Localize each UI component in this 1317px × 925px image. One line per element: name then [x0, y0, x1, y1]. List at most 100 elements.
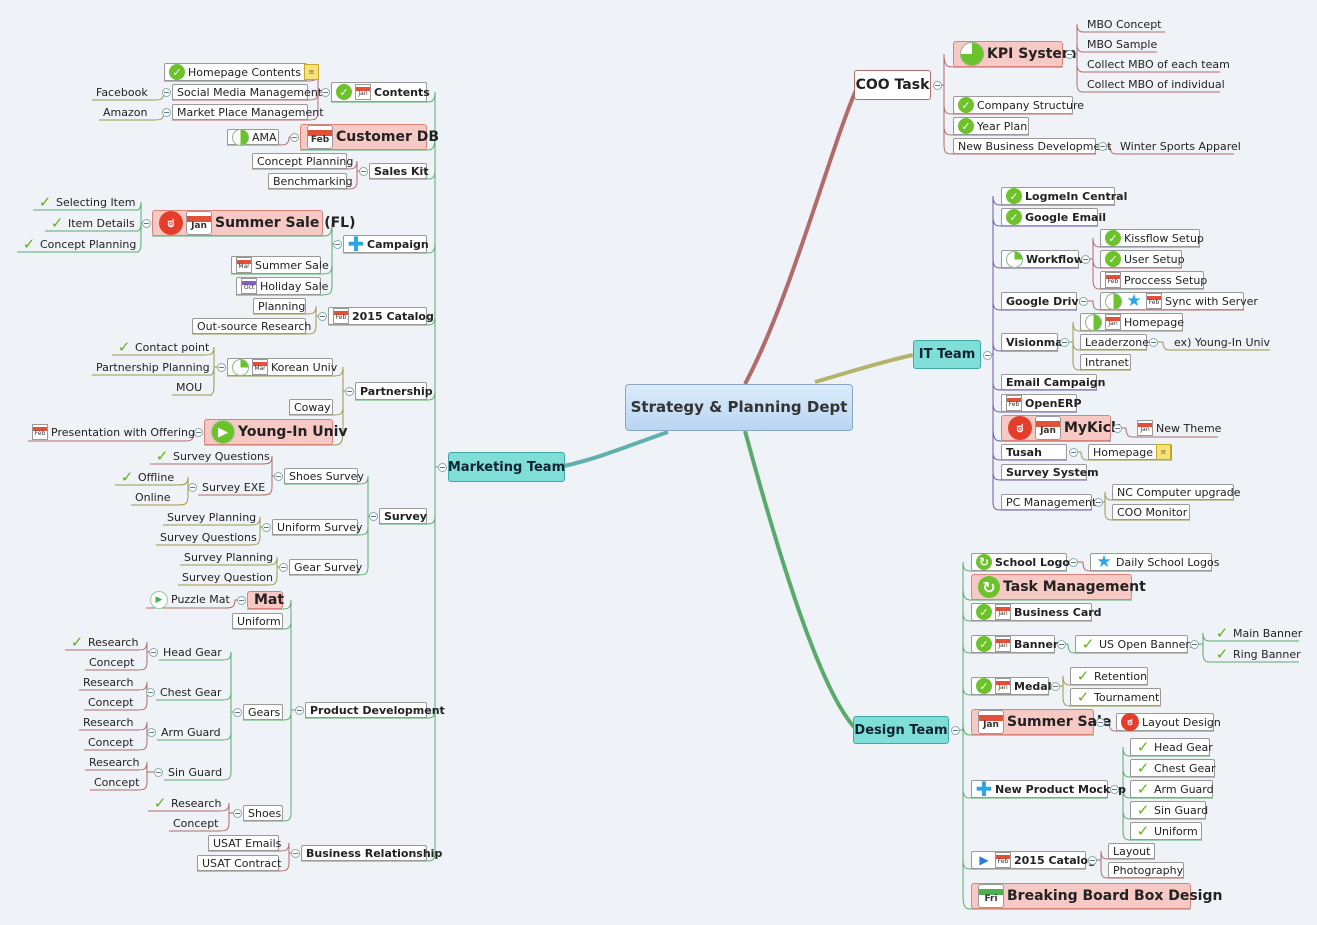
- topic-md-1[interactable]: ✓Retention: [1070, 667, 1148, 685]
- topic-con-2[interactable]: Social Media Management: [172, 84, 322, 100]
- topic-g-sg[interactable]: Sin Guard: [164, 764, 222, 780]
- topic-coo-yp[interactable]: ✓Year Plan: [953, 117, 1029, 135]
- topic-d-sl[interactable]: ↻School Logos: [971, 553, 1077, 571]
- collapse-toggle[interactable]: [1057, 640, 1066, 649]
- topic-sur-1a[interactable]: ✓Survey Questions: [150, 447, 270, 465]
- topic-sur-3[interactable]: Gear Survey: [289, 559, 362, 575]
- collapse-toggle[interactable]: [279, 563, 288, 572]
- topic-con-2a[interactable]: Facebook: [92, 84, 154, 100]
- topic-sh-2[interactable]: Concept: [169, 815, 219, 831]
- topic-pc-2[interactable]: COO Monitor: [1112, 504, 1190, 520]
- collapse-toggle[interactable]: [233, 809, 242, 818]
- collapse-toggle[interactable]: [262, 523, 271, 532]
- topic-it-ge[interactable]: ✓Google Email: [1001, 208, 1106, 226]
- collapse-toggle[interactable]: [1096, 718, 1105, 727]
- topic-sh-1[interactable]: ✓Research: [148, 794, 222, 812]
- topic-d-tm[interactable]: ↻Task Management: [971, 574, 1146, 600]
- topic-g-hg[interactable]: Head Gear: [159, 644, 222, 660]
- topic-sur-2b[interactable]: Survey Questions: [156, 529, 257, 545]
- topic-it-team[interactable]: IT Team: [913, 340, 981, 369]
- topic-mcat-2[interactable]: Out-source Research: [192, 318, 311, 334]
- collapse-toggle[interactable]: [1060, 338, 1069, 347]
- topic-design-team[interactable]: Design Team: [853, 716, 949, 744]
- topic-cam-1b[interactable]: ✓Item Details: [45, 214, 139, 232]
- topic-pd-sh[interactable]: Shoes: [243, 805, 283, 821]
- topic-it-gd[interactable]: Google Drive: [1001, 292, 1086, 310]
- topic-md-2[interactable]: ✓Tournament: [1070, 688, 1161, 706]
- collapse-toggle[interactable]: [233, 708, 242, 717]
- topic-sur-3b[interactable]: Survey Question: [178, 569, 273, 585]
- collapse-toggle[interactable]: [983, 350, 992, 360]
- topic-kpi-2[interactable]: MBO Sample: [1083, 36, 1157, 52]
- collapse-toggle[interactable]: [147, 728, 156, 737]
- topic-wf-1[interactable]: ✓Kissflow Setup: [1100, 229, 1204, 247]
- collapse-toggle[interactable]: [1088, 856, 1097, 865]
- collapse-toggle[interactable]: [146, 688, 155, 697]
- topic-coo-nbd[interactable]: New Business Development: [953, 138, 1112, 154]
- collapse-toggle[interactable]: [1190, 640, 1199, 649]
- topic-it-ec[interactable]: Email Campaign: [1001, 374, 1106, 390]
- topic-npm-1[interactable]: ✓Head Gear: [1130, 738, 1213, 756]
- topic-kpi-3[interactable]: Collect MBO of each team: [1083, 56, 1230, 72]
- topic-bn-1[interactable]: ✓US Open Banners: [1075, 635, 1196, 653]
- collapse-toggle[interactable]: [1069, 558, 1078, 567]
- topic-it-pc[interactable]: PC Management: [1001, 494, 1096, 510]
- collapse-toggle[interactable]: [951, 726, 960, 735]
- collapse-toggle[interactable]: [217, 363, 226, 372]
- topic-g-hg1[interactable]: ✓Research: [65, 633, 139, 651]
- collapse-toggle[interactable]: [1110, 785, 1119, 794]
- topic-mcat-1[interactable]: Planning: [253, 298, 306, 314]
- topic-pc-1[interactable]: NC Computer upgrade: [1112, 484, 1241, 500]
- collapse-toggle[interactable]: [188, 483, 197, 492]
- topic-g-sg2[interactable]: Concept: [90, 774, 140, 790]
- topic-sl-1[interactable]: ★Daily School Logos: [1090, 553, 1219, 571]
- topic-cam-1a[interactable]: ✓Selecting Item: [33, 193, 139, 211]
- topic-wf-2[interactable]: ✓User Setup: [1100, 250, 1185, 268]
- collapse-toggle[interactable]: [1094, 498, 1103, 507]
- collapse-toggle[interactable]: [154, 768, 163, 777]
- topic-m-cam[interactable]: ✚Campaign: [343, 234, 429, 254]
- topic-par-1b[interactable]: Partnership Planning: [92, 359, 212, 375]
- topic-g-sg1[interactable]: Research: [85, 754, 139, 770]
- collapse-toggle[interactable]: [1079, 297, 1088, 306]
- topic-vis-2a[interactable]: ex) Young-In Univ: [1170, 334, 1270, 350]
- topic-it-tu[interactable]: Tusah: [1001, 444, 1067, 460]
- topic-sur-1b[interactable]: Survey EXE: [198, 479, 265, 495]
- topic-npm-5[interactable]: ✓Uniform: [1130, 822, 1202, 840]
- topic-cat-1[interactable]: Layout: [1108, 843, 1155, 859]
- topic-m-pd[interactable]: Product Development: [305, 702, 445, 718]
- collapse-toggle[interactable]: [1149, 338, 1158, 347]
- topic-m-sur[interactable]: Survey: [379, 508, 427, 524]
- topic-sur-3a[interactable]: Survey Planning: [180, 549, 273, 565]
- topic-g-hg2[interactable]: Concept: [85, 654, 137, 670]
- topic-vis-3[interactable]: Intranet: [1080, 354, 1131, 370]
- topic-pd-gears[interactable]: Gears: [243, 704, 283, 720]
- collapse-toggle[interactable]: [333, 240, 342, 249]
- collapse-toggle[interactable]: [1081, 255, 1090, 264]
- topic-coo-wsa[interactable]: Winter Sports Apparel: [1116, 138, 1241, 154]
- topic-tu-1[interactable]: Homepage≡: [1088, 444, 1172, 460]
- collapse-toggle[interactable]: [933, 81, 942, 90]
- topic-bn-1a[interactable]: ✓Main Banner: [1210, 624, 1303, 642]
- topic-it-wf[interactable]: Workflow: [1001, 250, 1084, 268]
- collapse-toggle[interactable]: [237, 596, 246, 605]
- topic-coo-task[interactable]: COO Task: [854, 70, 931, 100]
- topic-npm-3[interactable]: ✓Arm Guard: [1130, 780, 1214, 798]
- topic-g-cg2[interactable]: Concept: [84, 694, 137, 710]
- topic-kpi-1[interactable]: MBO Concept: [1083, 16, 1165, 32]
- collapse-toggle[interactable]: [274, 472, 283, 481]
- topic-pd-uni[interactable]: Uniform: [232, 613, 283, 629]
- topic-coo-kpi[interactable]: KPI System: [953, 41, 1077, 67]
- collapse-toggle[interactable]: [162, 88, 171, 97]
- collapse-toggle[interactable]: [1065, 50, 1074, 59]
- topic-cdb-1[interactable]: AMA: [227, 128, 279, 146]
- topic-sur-2[interactable]: Uniform Survey: [272, 519, 363, 535]
